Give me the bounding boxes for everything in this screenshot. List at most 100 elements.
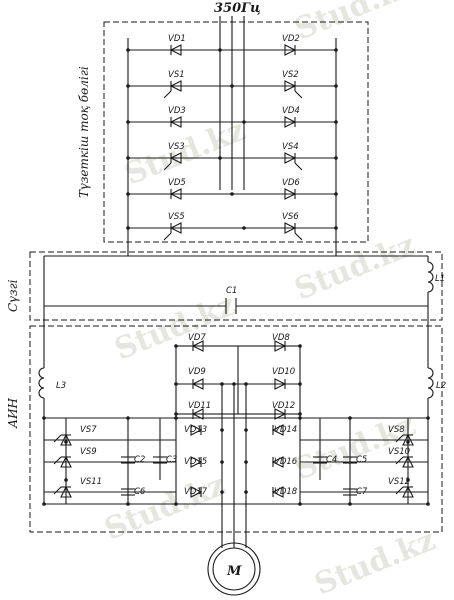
motor: М bbox=[207, 542, 261, 596]
thyristor-vs1: VS1 bbox=[163, 70, 185, 99]
junction-dot bbox=[406, 440, 410, 444]
component-label: VD10 bbox=[272, 367, 295, 377]
component-label: VD17 bbox=[184, 487, 208, 497]
filter-block bbox=[29, 251, 443, 321]
junction-dot bbox=[174, 416, 178, 420]
junction-dot bbox=[220, 490, 224, 494]
watermark-text: Stud.kz bbox=[100, 468, 230, 548]
component-label: VD6 bbox=[282, 178, 300, 188]
capacitor-c5: C5 bbox=[343, 455, 367, 465]
component-label: VD4 bbox=[282, 106, 300, 116]
frequency-label: 350Гц bbox=[214, 1, 261, 16]
junction-dot bbox=[348, 416, 352, 420]
motor-inner-circle bbox=[212, 547, 256, 591]
component-label: C3 bbox=[166, 455, 177, 465]
junction-dot bbox=[174, 344, 178, 348]
junction-dot bbox=[230, 192, 234, 196]
junction-dot bbox=[406, 478, 410, 482]
component-label: VD3 bbox=[168, 106, 186, 116]
component-label: VS9 bbox=[80, 447, 97, 457]
diode-vd7: VD7 bbox=[188, 333, 206, 352]
junction-dot bbox=[126, 156, 130, 160]
thyristor-vs4: VS4 bbox=[282, 142, 303, 171]
junction-dot bbox=[126, 120, 130, 124]
junction-dot bbox=[174, 382, 178, 386]
component-label: VD8 bbox=[272, 333, 290, 343]
thyristor-vs6: VS6 bbox=[282, 212, 303, 241]
thyristor-vs5: VS5 bbox=[163, 212, 185, 241]
junction-dot bbox=[64, 478, 68, 482]
diode-vd12: VD12 bbox=[272, 401, 295, 420]
watermark-text: Stud.kz bbox=[290, 228, 420, 308]
capacitor-c1-label: C1 bbox=[226, 286, 237, 296]
inverter-block-label: АИН bbox=[6, 397, 20, 429]
inductor-l3: L3 bbox=[38, 342, 66, 504]
filter-block-label: Сүзгі bbox=[6, 279, 20, 312]
diode-vd10: VD10 bbox=[272, 367, 295, 390]
thyristor-vs12: VS12 bbox=[388, 477, 414, 498]
inductor-l3-label: L3 bbox=[56, 381, 66, 391]
motor-label: М bbox=[226, 564, 242, 579]
junction-dot bbox=[242, 120, 246, 124]
diode-vd8: VD8 bbox=[272, 333, 290, 352]
thyristor-vs2: VS2 bbox=[282, 70, 303, 99]
component-label: VS10 bbox=[388, 447, 410, 457]
input-phase-lines bbox=[219, 16, 245, 190]
junction-dot bbox=[230, 84, 234, 88]
junction-dot bbox=[298, 382, 302, 386]
junction-dot bbox=[244, 428, 248, 432]
capacitor-c4: C4 bbox=[313, 455, 337, 465]
component-label: C4 bbox=[326, 455, 337, 465]
watermark-layer: Stud.kz Stud.kz Stud.kz Stud.kz Stud.kz … bbox=[100, 0, 440, 600]
diode-vd9: VD9 bbox=[188, 367, 206, 390]
component-label: VS8 bbox=[388, 425, 405, 435]
component-label: C2 bbox=[134, 455, 145, 465]
component-label: C7 bbox=[356, 487, 368, 497]
component-label: VS4 bbox=[282, 142, 299, 152]
component-label: VD9 bbox=[188, 367, 206, 377]
junction-dot bbox=[232, 382, 236, 386]
diode-vd16: VD16 bbox=[271, 456, 298, 468]
junction-dot bbox=[174, 502, 178, 506]
junction-dot bbox=[334, 84, 338, 88]
component-label: VD11 bbox=[188, 401, 211, 411]
capacitor-c1: C1 bbox=[225, 286, 237, 314]
component-label: VD7 bbox=[188, 333, 206, 343]
junction-dot bbox=[334, 120, 338, 124]
dc-bus-lines bbox=[43, 228, 429, 368]
component-label: VD15 bbox=[184, 457, 207, 467]
watermark-text: Stud.kz bbox=[290, 0, 420, 47]
component-label: VD14 bbox=[274, 425, 297, 435]
diode-vd2: VD2 bbox=[282, 34, 300, 56]
diode-vd15: VD15 bbox=[184, 456, 207, 468]
junction-dot bbox=[218, 156, 222, 160]
capacitor-c3: C3 bbox=[153, 455, 177, 465]
junction-dot bbox=[126, 84, 130, 88]
capacitor-c2: C2 bbox=[121, 455, 145, 465]
junction-dot bbox=[348, 502, 352, 506]
junction-dot bbox=[334, 156, 338, 160]
junction-dot bbox=[126, 48, 130, 52]
junction-dot bbox=[64, 440, 68, 444]
diode-vd14: VD14 bbox=[271, 424, 297, 436]
inductor-l1: L1 bbox=[427, 261, 445, 293]
motor-outer-circle bbox=[207, 542, 261, 596]
junction-dot bbox=[42, 416, 46, 420]
component-label: VD16 bbox=[274, 457, 298, 467]
rectifier-block-label: Түзеткіш тоқ бөлігі bbox=[77, 66, 91, 198]
thyristor-vs9: VS9 bbox=[53, 447, 97, 468]
junction-dot bbox=[174, 412, 178, 416]
junction-dot bbox=[426, 416, 430, 420]
inverter-block bbox=[29, 325, 443, 533]
component-label: VS7 bbox=[80, 425, 97, 435]
junction-dot bbox=[298, 502, 302, 506]
thyristor-vs3: VS3 bbox=[163, 142, 185, 171]
junction-dot bbox=[244, 490, 248, 494]
inductor-l1-label: L1 bbox=[435, 274, 445, 284]
junction-dot bbox=[244, 382, 248, 386]
junction-dot bbox=[426, 502, 430, 506]
component-label: C6 bbox=[134, 487, 146, 497]
component-label: VS2 bbox=[282, 70, 299, 80]
